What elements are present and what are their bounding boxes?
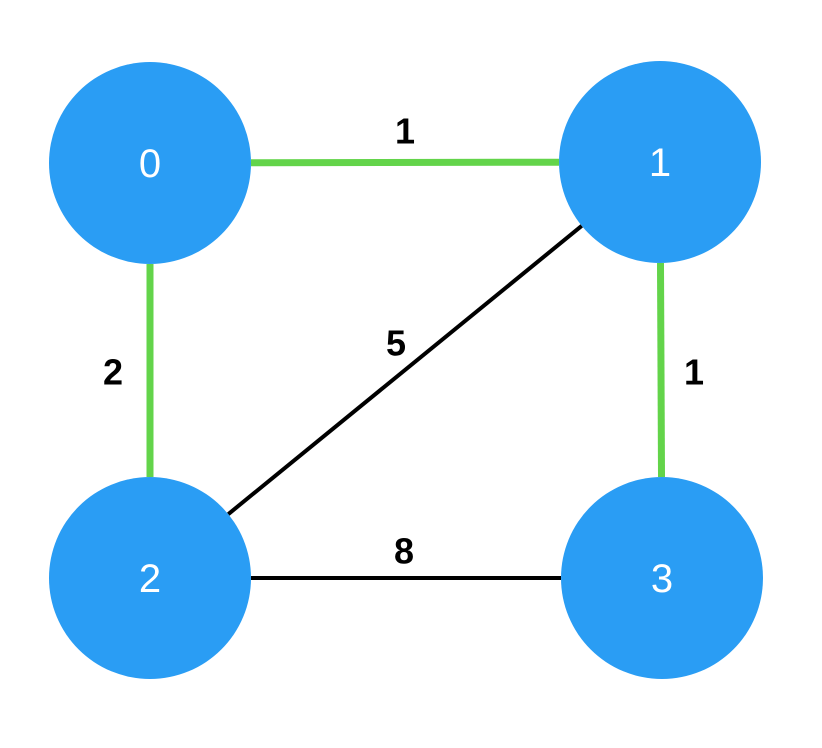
graph-node-0[interactable]: 0 (49, 62, 251, 264)
node-circle-1[interactable] (559, 61, 761, 263)
edge-weight-label-1-2: 5 (386, 323, 406, 364)
graph-node-1[interactable]: 1 (559, 61, 761, 263)
edge-weight-label-0-1: 1 (395, 111, 415, 152)
graph-node-2[interactable]: 2 (49, 477, 251, 679)
graph-edge-1-2 (227, 224, 583, 516)
node-circle-3[interactable] (561, 477, 763, 679)
edges-layer (146, 158, 666, 580)
graph-node-3[interactable]: 3 (561, 477, 763, 679)
edge-weight-label-2-3: 8 (394, 531, 414, 572)
graph-edge-1-3 (656, 262, 666, 478)
edge-weight-label-1-3: 1 (684, 352, 704, 393)
graph-edge-0-1 (250, 158, 560, 167)
node-circle-2[interactable] (49, 477, 251, 679)
node-circle-0[interactable] (49, 62, 251, 264)
edge-weight-label-0-2: 2 (103, 352, 123, 393)
